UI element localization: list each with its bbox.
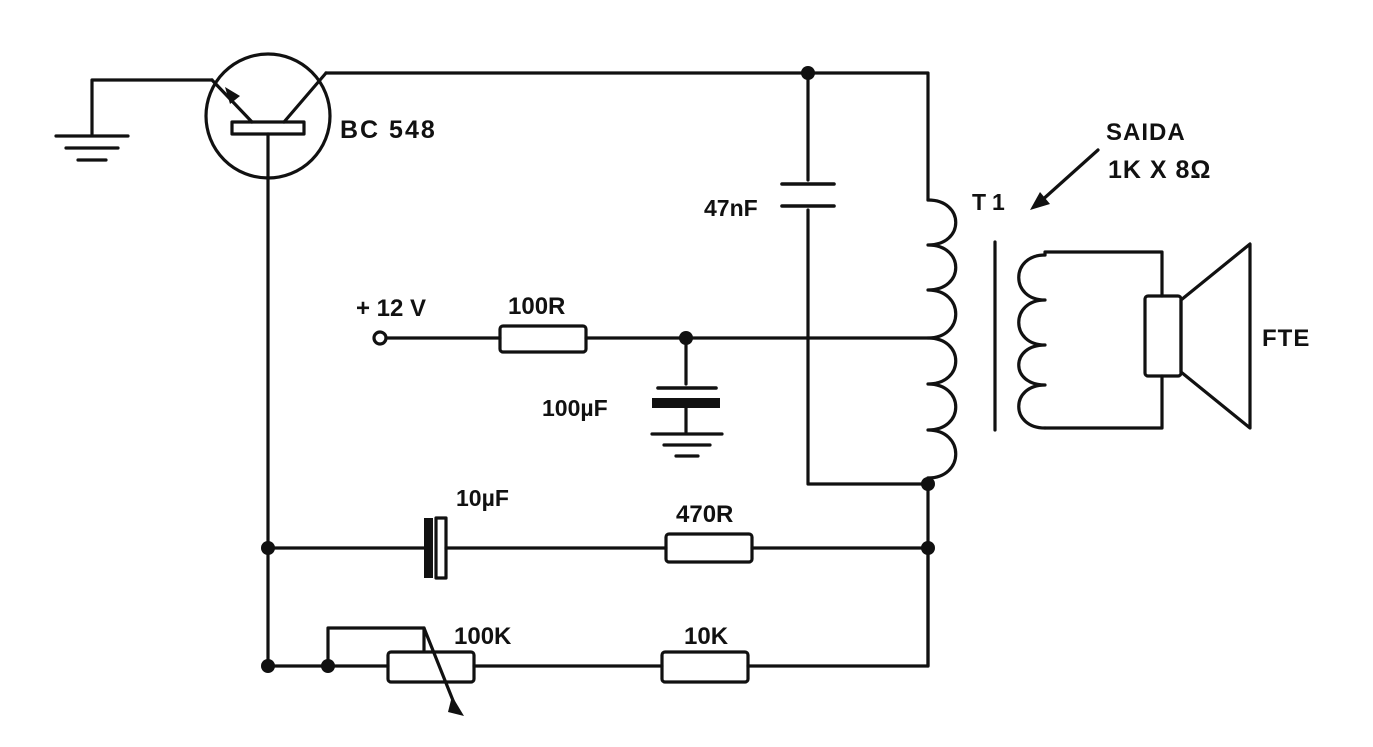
pot-wiper-wire (326, 626, 426, 668)
junction-dot (321, 659, 335, 673)
transistor-bc548 (204, 52, 332, 180)
ground-symbol-top (54, 134, 130, 162)
potentiometer-100k (386, 650, 476, 684)
capacitor-10uf (424, 516, 448, 580)
capacitor-100uf (652, 386, 720, 408)
transformer-note-line2: 1K X 8Ω (1108, 156, 1211, 184)
speaker-symbol (1143, 242, 1252, 430)
junction-dot (261, 659, 275, 673)
transformer-note-line1: SAIDA (1106, 119, 1186, 146)
transformer-secondary-coil (1017, 253, 1047, 430)
resistor-470r (664, 532, 754, 564)
speaker-label: FTE (1262, 325, 1310, 352)
transistor-label: BC 548 (340, 116, 437, 144)
junction-dot (261, 541, 275, 555)
resistor-100r (498, 324, 588, 354)
capacitor-47nf (780, 182, 836, 208)
resistor-100r-label: 100R (508, 293, 565, 320)
transformer-primary-coil (926, 198, 958, 480)
capacitor-100uf-label: 100µF (542, 395, 608, 421)
secondary-wire-top (1043, 250, 1164, 298)
supply-label: + 12 V (356, 295, 426, 322)
arrow-icon (1030, 148, 1100, 210)
emitter-wire (90, 78, 214, 136)
junction-dot (921, 477, 935, 491)
capacitor-10uf-label: 10µF (456, 485, 509, 511)
transformer-label: T1 (972, 189, 1011, 215)
cap-47nf-wire-bottom (806, 208, 930, 486)
resistor-10k (660, 650, 750, 684)
potentiometer-100k-label: 100K (454, 623, 512, 650)
resistor-10k-label: 10K (684, 623, 729, 650)
collector-wire (324, 71, 930, 202)
ground-symbol-mid (650, 432, 724, 458)
supply-terminal (372, 330, 388, 346)
pot-arrow-icon (422, 626, 464, 716)
resistor-470r-label: 470R (676, 501, 733, 528)
secondary-wire-bottom (1043, 374, 1164, 430)
branch-10k-wire-right (746, 546, 930, 668)
capacitor-47nf-label: 47nF (704, 195, 758, 221)
